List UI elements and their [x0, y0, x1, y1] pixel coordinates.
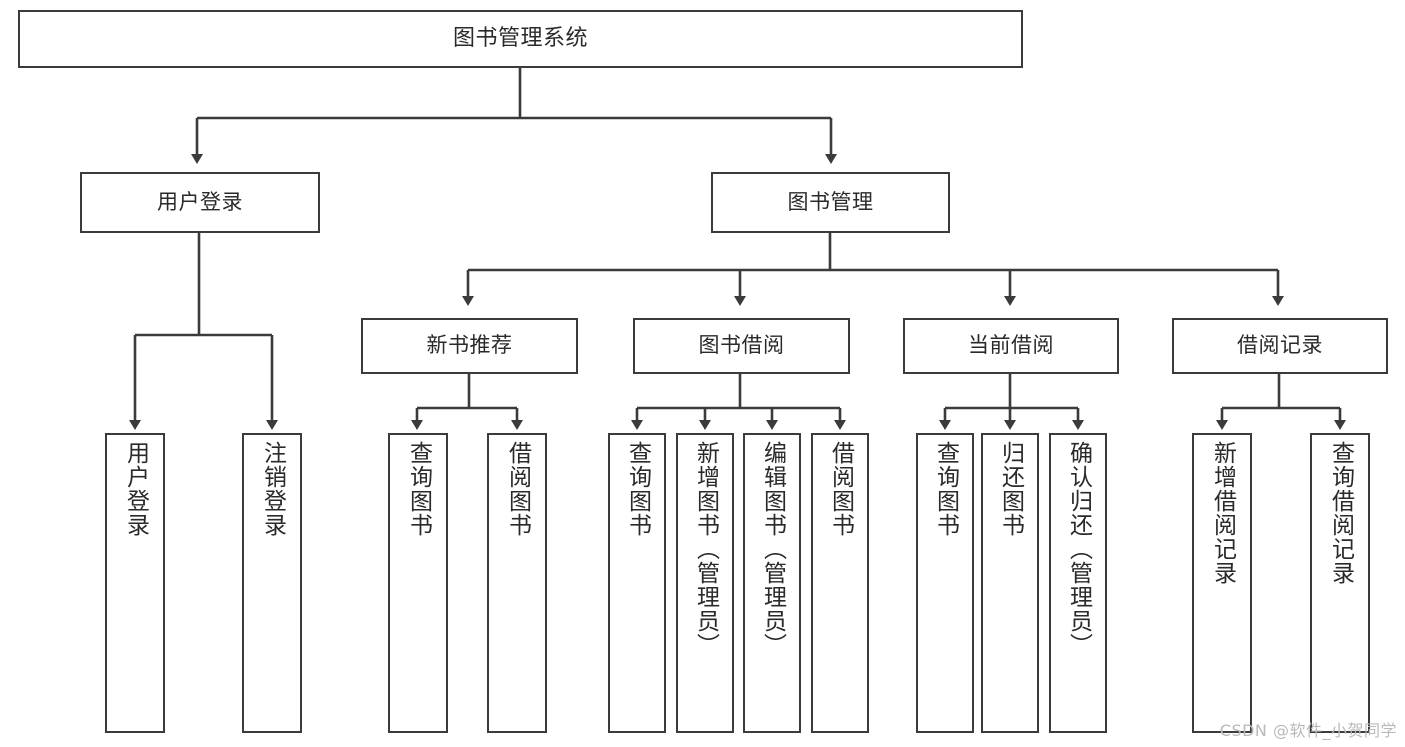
leaf-label: 确认归还（管理员） — [1065, 441, 1092, 657]
node-book-borrow[interactable]: 图书借阅 — [633, 318, 850, 374]
node-user-login[interactable]: 用户登录 — [80, 172, 320, 233]
leaf-label: 查询图书 — [405, 441, 432, 537]
leaf-label: 注销登录 — [259, 441, 286, 537]
leaf-label: 新增图书（管理员） — [692, 441, 719, 657]
leaf-label: 用户登录 — [122, 441, 149, 537]
node-current-borrow-label: 当前借阅 — [968, 333, 1054, 358]
node-user-login-label: 用户登录 — [157, 189, 243, 214]
leaf-label: 新增借阅记录 — [1209, 441, 1236, 585]
node-new-book-recommend-label: 新书推荐 — [426, 333, 513, 358]
leaf-current-confirm-return-admin[interactable]: 确认归还（管理员） — [1049, 433, 1107, 733]
leaf-user-login-login[interactable]: 用户登录 — [105, 433, 165, 733]
leaf-new-book-borrow[interactable]: 借阅图书 — [487, 433, 547, 733]
leaf-current-return-book[interactable]: 归还图书 — [981, 433, 1039, 733]
leaf-user-login-logout[interactable]: 注销登录 — [242, 433, 302, 733]
node-book-borrow-label: 图书借阅 — [698, 333, 785, 358]
leaf-current-query-book[interactable]: 查询图书 — [916, 433, 974, 733]
node-book-management[interactable]: 图书管理 — [711, 172, 950, 233]
node-borrow-record-label: 借阅记录 — [1237, 333, 1323, 358]
leaf-label: 查询图书 — [932, 441, 959, 537]
node-current-borrow[interactable]: 当前借阅 — [903, 318, 1119, 374]
leaf-record-query-record[interactable]: 查询借阅记录 — [1310, 433, 1370, 733]
node-book-management-label: 图书管理 — [787, 189, 874, 214]
leaf-label: 查询借阅记录 — [1327, 441, 1354, 585]
leaf-label: 归还图书 — [997, 441, 1024, 537]
node-new-book-recommend[interactable]: 新书推荐 — [361, 318, 578, 374]
node-root[interactable]: 图书管理系统 — [18, 10, 1023, 68]
leaf-borrow-query-book[interactable]: 查询图书 — [608, 433, 666, 733]
leaf-label: 借阅图书 — [504, 441, 531, 537]
leaf-new-book-query[interactable]: 查询图书 — [388, 433, 448, 733]
leaf-borrow-borrow-book[interactable]: 借阅图书 — [811, 433, 869, 733]
leaf-borrow-add-book-admin[interactable]: 新增图书（管理员） — [676, 433, 734, 733]
node-root-label: 图书管理系统 — [452, 25, 588, 51]
node-borrow-record[interactable]: 借阅记录 — [1172, 318, 1388, 374]
leaf-label: 借阅图书 — [827, 441, 854, 537]
leaf-label: 编辑图书（管理员） — [759, 441, 786, 657]
leaf-label: 查询图书 — [624, 441, 651, 537]
leaf-borrow-edit-book-admin[interactable]: 编辑图书（管理员） — [743, 433, 801, 733]
leaf-record-add-record[interactable]: 新增借阅记录 — [1192, 433, 1252, 733]
watermark: CSDN @软件_小贺同学 — [1219, 721, 1397, 740]
